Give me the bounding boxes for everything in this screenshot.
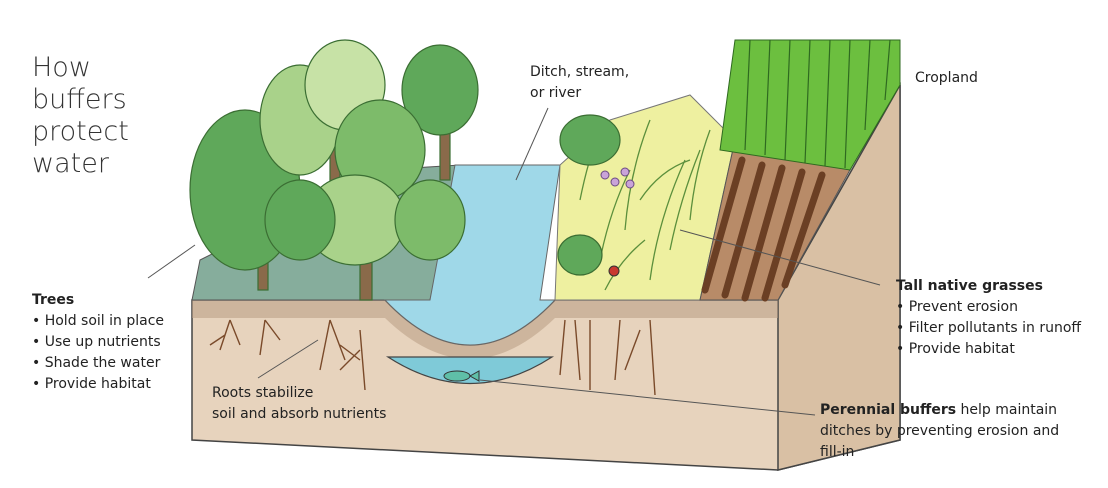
grasses-block: Tall native grasses Prevent erosion Filt… bbox=[896, 276, 1081, 360]
trees-bullets: Hold soil in place Use up nutrients Shad… bbox=[32, 311, 164, 395]
title-line-3: protect bbox=[32, 116, 129, 147]
waterway-line-2: or river bbox=[530, 85, 582, 101]
diagram-title: How buffers protect water bbox=[32, 52, 129, 180]
corn-stalks bbox=[744, 39, 891, 169]
flowers bbox=[600, 167, 635, 189]
perennial-heading: Perennial buffers bbox=[820, 402, 957, 418]
title-line-1: How bbox=[32, 52, 91, 83]
trees-block: Trees Hold soil in place Use up nutrient… bbox=[32, 290, 164, 395]
trees-bullet: Hold soil in place bbox=[32, 311, 164, 332]
grasses-bullet: Provide habitat bbox=[896, 339, 1081, 360]
trees-bullet: Provide habitat bbox=[32, 374, 164, 395]
perennial-line-1: Perennial buffers help maintain bbox=[820, 400, 1059, 421]
perennial-text-1: help maintain bbox=[956, 402, 1058, 418]
fish bbox=[443, 370, 480, 382]
trees-bullet: Shade the water bbox=[32, 353, 164, 374]
roots-line-2: soil and absorb nutrients bbox=[212, 406, 387, 422]
roots-line-1: Roots stabilize bbox=[212, 385, 314, 401]
grasses-heading: Tall native grasses bbox=[896, 278, 1043, 294]
perennial-text-2: ditches by preventing erosion and bbox=[820, 423, 1060, 439]
cornfield bbox=[719, 39, 901, 171]
trees-heading: Trees bbox=[32, 292, 75, 308]
grasses-bullet: Prevent erosion bbox=[896, 297, 1081, 318]
cropland-label: Cropland bbox=[915, 70, 978, 86]
perennial-text-3: fill-in bbox=[820, 444, 855, 460]
leader-lines bbox=[147, 107, 881, 416]
title-line-4: water bbox=[32, 148, 109, 179]
ground-surface bbox=[192, 300, 778, 359]
title-line-2: buffers bbox=[32, 84, 127, 115]
perennial-block: Perennial buffers help maintain ditches … bbox=[820, 400, 1059, 463]
waterway-label: Ditch, stream, or river bbox=[530, 62, 629, 104]
trees-bullet: Use up nutrients bbox=[32, 332, 164, 353]
red-critter bbox=[608, 265, 620, 277]
soil-side bbox=[777, 82, 901, 471]
roots bbox=[209, 319, 656, 396]
grasses-bullet: Filter pollutants in runoff bbox=[896, 318, 1081, 339]
furrow-rows bbox=[701, 156, 826, 302]
roots-label: Roots stabilize soil and absorb nutrient… bbox=[212, 383, 386, 425]
waterway-line-1: Ditch, stream, bbox=[530, 64, 630, 80]
channel-water bbox=[385, 356, 555, 385]
grasses-bullets: Prevent erosion Filter pollutants in run… bbox=[896, 297, 1081, 360]
tree-group bbox=[189, 39, 621, 301]
